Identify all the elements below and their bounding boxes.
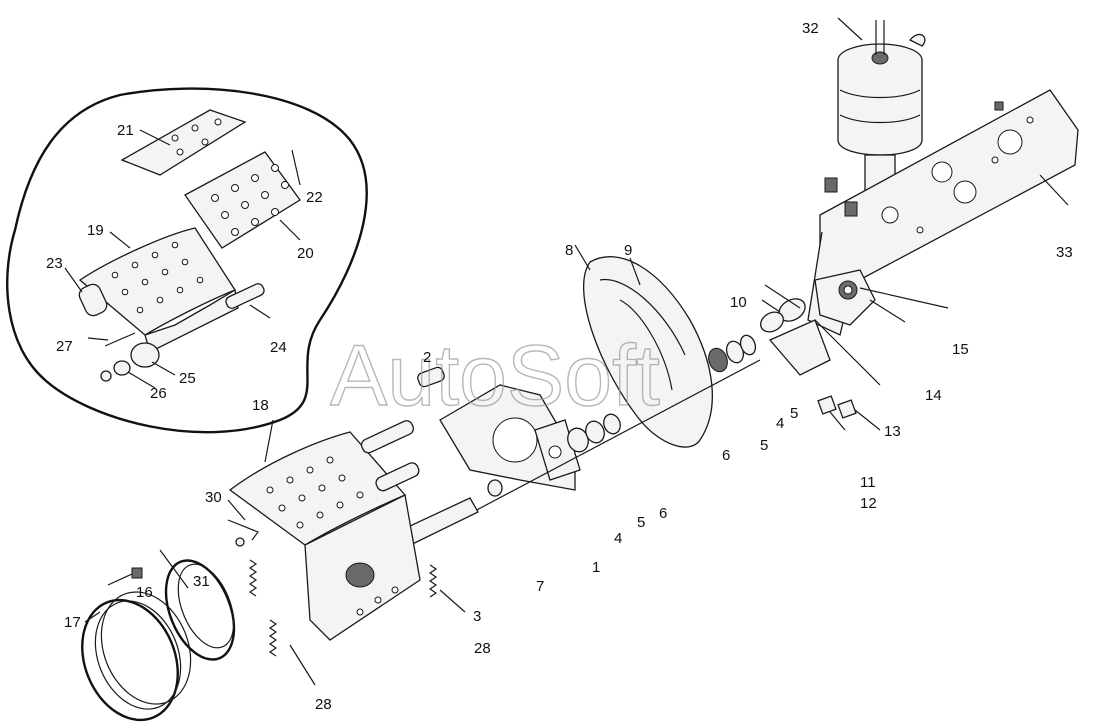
callout-1: 1	[592, 559, 600, 576]
callout-5-mid: 5	[760, 437, 768, 454]
callout-33: 33	[1056, 244, 1073, 261]
watermark-text: AutoSoft	[330, 328, 660, 424]
callout-8: 8	[565, 242, 573, 259]
part-2-anchor-pin	[417, 366, 445, 388]
callout-7: 7	[536, 578, 544, 595]
callout-23: 23	[46, 255, 63, 272]
part-17-drum-ring	[81, 591, 192, 722]
callout-6-left: 6	[659, 505, 667, 522]
callout-3: 3	[473, 608, 481, 625]
part-14-bracket	[768, 319, 831, 376]
inset-outline	[6, 87, 368, 434]
part-15-slack-adjuster	[814, 269, 876, 326]
callout-6-right: 6	[722, 447, 730, 464]
callout-28-right: 28	[474, 640, 491, 657]
part-24-pin	[225, 283, 265, 309]
leader-lines	[64, 17, 1069, 686]
callout-18: 18	[252, 397, 269, 414]
left-seal-rings	[487, 413, 621, 497]
part-18-shoe-assembly	[228, 431, 421, 641]
callout-21: 21	[117, 122, 134, 139]
callout-10: 10	[730, 294, 747, 311]
part-25-roller	[130, 342, 160, 368]
part-20-lining	[184, 151, 301, 249]
callout-20: 20	[297, 245, 314, 262]
callout-9: 9	[624, 242, 632, 259]
part-32-brake-chamber	[837, 20, 926, 230]
callout-labels: 32 33 21 22 19 20 23 27 24 25 26 8 9 10 …	[46, 20, 1073, 713]
part-3-spring	[428, 564, 438, 598]
part-27-screw	[104, 332, 136, 347]
callout-14: 14	[925, 387, 942, 404]
part-21-plate	[120, 109, 247, 176]
callout-28-bottom: 28	[315, 696, 332, 713]
lower-anchor-pins	[360, 420, 420, 492]
callout-22: 22	[306, 189, 323, 206]
callout-4-left: 4	[614, 530, 622, 547]
part-16-bolt	[131, 567, 143, 579]
callout-16: 16	[136, 584, 153, 601]
bracket-bolts	[824, 101, 1004, 217]
part-19-shoe	[78, 227, 239, 353]
part-8-dust-shield	[582, 256, 713, 448]
part-13-bolts	[817, 395, 857, 419]
callout-13: 13	[884, 423, 901, 440]
callout-25: 25	[179, 370, 196, 387]
part-28-spring-upper	[248, 559, 258, 597]
callout-31: 31	[193, 573, 210, 590]
callout-5-right: 5	[790, 405, 798, 422]
callout-15: 15	[952, 341, 969, 358]
part-31-drum-ring	[164, 559, 236, 661]
callout-5-left: 5	[637, 514, 645, 531]
callout-32: 32	[802, 20, 819, 37]
callout-2: 2	[423, 349, 431, 366]
part-10-bushing	[760, 298, 806, 333]
callout-30: 30	[205, 489, 222, 506]
callout-24: 24	[270, 339, 287, 356]
part-28-spring-lower	[268, 619, 278, 657]
callout-26: 26	[150, 385, 167, 402]
callout-17: 17	[64, 614, 81, 631]
part-30-clip	[227, 519, 259, 547]
callout-4-right: 4	[776, 415, 784, 432]
part-23-bushing	[78, 283, 108, 317]
callout-11: 11	[860, 474, 876, 491]
callout-12: 12	[860, 495, 877, 512]
part-26-washer	[100, 360, 131, 382]
callout-27: 27	[56, 338, 73, 355]
callout-19: 19	[87, 222, 104, 239]
right-seal-rings	[708, 334, 757, 373]
